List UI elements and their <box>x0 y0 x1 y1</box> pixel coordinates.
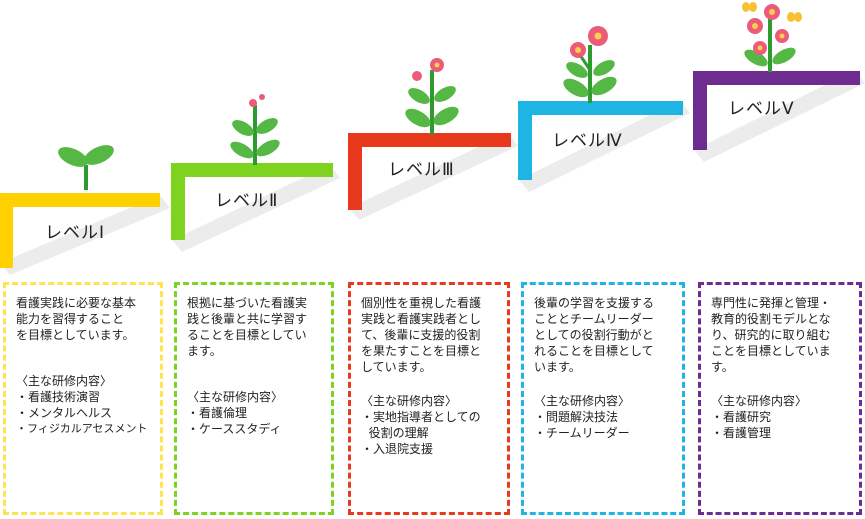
description-line: ることを目標としてい <box>187 328 307 342</box>
step-bracket-1 <box>0 193 160 268</box>
step-shadow-2 <box>172 165 340 252</box>
description-line: り、研究的に取り組む <box>711 328 831 342</box>
training-item: ・看護倫理 <box>187 406 248 420</box>
description-line: 専門性に発揮と管理・ <box>711 296 832 310</box>
training-item: ・看護技術演習 <box>16 390 101 404</box>
level-5-card: 専門性に発揮と管理・ 教育的役割モデルとな り、研究的に取り組む ことを目標とし… <box>698 282 862 515</box>
content-heading: 〈主な研修内容〉 <box>534 394 631 408</box>
training-list: ・看護研究 ・看護管理 <box>711 409 849 441</box>
training-list: ・実地指導者としての 役割の理解 ・入退院支援 <box>361 409 497 457</box>
level-2-description: 根拠に基づいた看護実 践と後輩と共に学習す ることを目標としてい ます。 <box>187 295 321 359</box>
description-line: 後輩の学習を支援する <box>534 296 655 310</box>
training-list: ・問題解決技法 ・チームリーダー <box>534 409 672 441</box>
description-line: 看護実践に必要な基本 <box>16 296 137 310</box>
description-line: こととチームリーダー <box>534 312 654 326</box>
description-line: す。 <box>711 360 734 374</box>
training-item: ・メンタルヘルス <box>16 406 113 420</box>
description-line: れることを目標として <box>534 344 654 358</box>
description-line: としての役割行動がと <box>534 328 654 342</box>
description-line: て、後輩に支援的役割 <box>361 328 481 342</box>
content-heading: 〈主な研修内容〉 <box>187 390 284 404</box>
butterfly-icon <box>787 12 802 22</box>
description-line: 能力を習得すること <box>16 312 125 326</box>
step-bracket-5 <box>693 71 860 150</box>
description-line: を目標としています。 <box>16 328 135 342</box>
training-item: ・入退院支援 <box>361 442 434 456</box>
description-line: 教育的役割モデルとな <box>711 312 831 326</box>
budding-plant-icon <box>405 58 459 135</box>
butterfly-icon <box>742 2 757 12</box>
level-2-label: レベルⅡ <box>215 191 279 211</box>
training-item: 役割の理解 <box>361 426 429 440</box>
training-item: ・ケーススタディ <box>187 422 282 436</box>
level-5-description: 専門性に発揮と管理・ 教育的役割モデルとな り、研究的に取り組む ことを目標とし… <box>711 295 849 375</box>
level-5-label: レベルⅤ <box>728 99 795 119</box>
level-1-label: レベルⅠ <box>45 223 106 243</box>
training-item: ・看護研究 <box>711 410 772 424</box>
step-shadow-1 <box>0 195 170 275</box>
step-bracket-3 <box>348 133 511 210</box>
sprout-icon <box>58 145 114 190</box>
level-3-description: 個別性を重視した看護 実践と看護実践者とし て、後輩に支援的役割 を果たすことを… <box>361 295 497 375</box>
training-item: ・チームリーダー <box>534 426 630 440</box>
description-line: 根拠に基づいた看護実 <box>187 296 308 310</box>
training-item: ・問題解決技法 <box>534 410 619 424</box>
description-line: ことを目標としていま <box>711 344 831 358</box>
content-heading: 〈主な研修内容〉 <box>361 394 458 408</box>
level-4-card: 後輩の学習を支援する こととチームリーダー としての役割行動がと れることを目標… <box>521 282 685 515</box>
level-4-label: レベルⅣ <box>552 131 623 151</box>
training-item: ・看護管理 <box>711 426 772 440</box>
blooming-plant-icon <box>744 4 796 72</box>
training-item: ・実地指導者としての <box>361 410 481 424</box>
flower-plant-icon <box>563 26 617 103</box>
step-bracket-4 <box>518 101 683 180</box>
level-3-label: レベルⅢ <box>388 160 455 180</box>
description-line: 実践と看護実践者とし <box>361 312 482 326</box>
level-2-card: 根拠に基づいた看護実 践と後輩と共に学習す ることを目標としてい ます。 〈主な… <box>174 282 334 515</box>
level-3-card: 個別性を重視した看護 実践と看護実践者とし て、後輩に支援的役割 を果たすことを… <box>348 282 510 515</box>
description-line: しています。 <box>361 360 432 374</box>
content-heading: 〈主な研修内容〉 <box>16 374 113 388</box>
level-4-description: 後輩の学習を支援する こととチームリーダー としての役割行動がと れることを目標… <box>534 295 672 375</box>
step-bracket-2 <box>171 163 333 240</box>
training-list: ・看護倫理 ・ケーススタディ <box>187 405 321 437</box>
seedling-icon <box>230 94 280 165</box>
description-line: ます。 <box>187 344 222 358</box>
level-1-card: 看護実践に必要な基本 能力を習得すること を目標としています。 〈主な研修内容〉… <box>3 282 163 515</box>
description-line: を果たすことを目標と <box>361 344 482 358</box>
level-1-description: 看護実践に必要な基本 能力を習得すること を目標としています。 <box>16 295 150 343</box>
training-list: ・看護技術演習 ・メンタルヘルス ・フィジカルアセスメント <box>16 389 150 437</box>
description-line: 個別性を重視した看護 <box>361 296 482 310</box>
training-item: ・フィジカルアセスメント <box>16 422 148 435</box>
content-heading: 〈主な研修内容〉 <box>711 394 808 408</box>
step-shadow-5 <box>694 70 865 162</box>
description-line: 践と後輩と共に学習す <box>187 312 308 326</box>
description-line: います。 <box>534 360 581 374</box>
step-shadow-3 <box>349 133 518 220</box>
step-shadow-4 <box>519 100 690 192</box>
